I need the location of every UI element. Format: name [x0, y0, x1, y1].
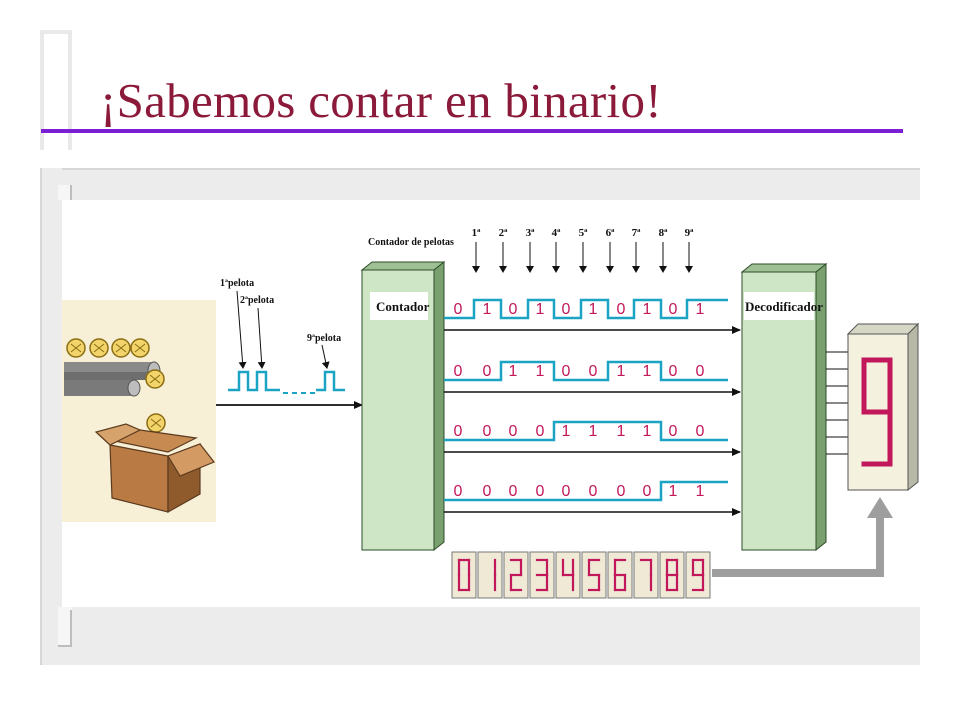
bit-value: 1 — [617, 363, 626, 380]
strip-digit-frame — [633, 551, 659, 599]
decoder-label: Decodificador — [745, 299, 823, 314]
bit-value: 0 — [669, 423, 678, 440]
strip-digit-frame — [477, 551, 503, 599]
counter-group-label: Contador de pelotas — [368, 237, 454, 248]
pulse-label: 6ª — [606, 227, 616, 239]
strip-digit — [477, 551, 503, 599]
bit-value: 0 — [696, 363, 705, 380]
bit-value: 1 — [643, 301, 652, 318]
bit-value: 0 — [536, 483, 545, 500]
bit-value: 0 — [454, 423, 463, 440]
pulse-label: 5ª — [579, 227, 589, 239]
strip-digit — [581, 551, 607, 599]
bit-value: 0 — [509, 423, 518, 440]
pulse-label: 9ª — [685, 227, 695, 239]
bit-value: 0 — [669, 363, 678, 380]
slide-title: ¡Sabemos contar en binario! — [100, 73, 662, 128]
strip-digit — [659, 551, 685, 599]
bit-value: 0 — [536, 423, 545, 440]
ball-pulses: 1ªpelota 2ªpelota 9ªpelota — [216, 278, 363, 409]
counter-block: Contador de pelotas Contador — [360, 237, 454, 552]
bit-value: 0 — [509, 483, 518, 500]
bit-value: 0 — [589, 483, 598, 500]
frame-top-left-inner — [68, 30, 72, 150]
waveform — [444, 420, 728, 442]
decoder-outputs — [826, 351, 850, 455]
bit-value: 0 — [454, 301, 463, 318]
bit-value: 1 — [562, 423, 571, 440]
ball-label-9: 9ªpelota — [307, 333, 341, 344]
pulse-labels: 1ª 2ª 3ª 4ª 5ª 6ª 7ª 8ª 9ª — [472, 227, 695, 273]
bit-value: 1 — [509, 363, 518, 380]
waveform — [444, 298, 728, 320]
pulse-label: 7ª — [632, 227, 642, 239]
bit-value: 0 — [617, 483, 626, 500]
bit-value: 0 — [669, 301, 678, 318]
bit-value: 0 — [483, 363, 492, 380]
feedback-arrow — [712, 497, 893, 577]
bit-value: 0 — [562, 483, 571, 500]
counter-label: Contador — [376, 299, 430, 314]
ball-label-1: 1ªpelota — [220, 278, 254, 289]
pulse-label: 3ª — [526, 227, 536, 239]
box-icon — [94, 423, 215, 514]
bit-value: 1 — [483, 301, 492, 318]
bit-value: 1 — [536, 301, 545, 318]
bit-value: 0 — [643, 483, 652, 500]
bit-value: 1 — [536, 363, 545, 380]
bit-value: 1 — [696, 301, 705, 318]
bit-value: 0 — [454, 363, 463, 380]
digit-strip — [451, 551, 711, 599]
balls-illustration — [62, 300, 216, 522]
ball-label-2: 2ªpelota — [240, 295, 274, 306]
seven-segment-display — [846, 322, 920, 492]
bit-value: 0 — [483, 483, 492, 500]
pulse-label: 4ª — [552, 227, 562, 239]
bit-value: 0 — [483, 423, 492, 440]
bit-value: 0 — [696, 423, 705, 440]
bit-value: 0 — [562, 301, 571, 318]
bit-value: 1 — [617, 423, 626, 440]
bit-value: 1 — [643, 423, 652, 440]
bit-value: 1 — [643, 363, 652, 380]
bit-value: 1 — [589, 423, 598, 440]
waveform — [444, 360, 728, 382]
pulse-label: 2ª — [499, 227, 509, 239]
strip-digit — [451, 551, 477, 599]
decoder-block: Decodificador — [740, 262, 828, 552]
display-digit-9 — [861, 357, 893, 467]
strip-digit — [607, 551, 633, 599]
title-underline — [41, 129, 903, 133]
strip-digit — [503, 551, 529, 599]
strip-digit — [633, 551, 659, 599]
bit-value: 0 — [617, 301, 626, 318]
bit-value: 1 — [669, 483, 678, 500]
frame-top-left-vertical — [40, 30, 44, 150]
bit-value: 1 — [696, 483, 705, 500]
pulse-label: 8ª — [659, 227, 669, 239]
bit-value: 0 — [509, 301, 518, 318]
bit-value: 0 — [454, 483, 463, 500]
strip-digit — [685, 551, 711, 599]
bit-value: 1 — [589, 301, 598, 318]
strip-digit — [555, 551, 581, 599]
bit-value: 0 — [562, 363, 571, 380]
bit-value: 0 — [589, 363, 598, 380]
strip-digit — [529, 551, 555, 599]
waveform — [444, 480, 728, 502]
pulse-label: 1ª — [472, 227, 482, 239]
frame-top-left-horizontal — [40, 30, 72, 34]
